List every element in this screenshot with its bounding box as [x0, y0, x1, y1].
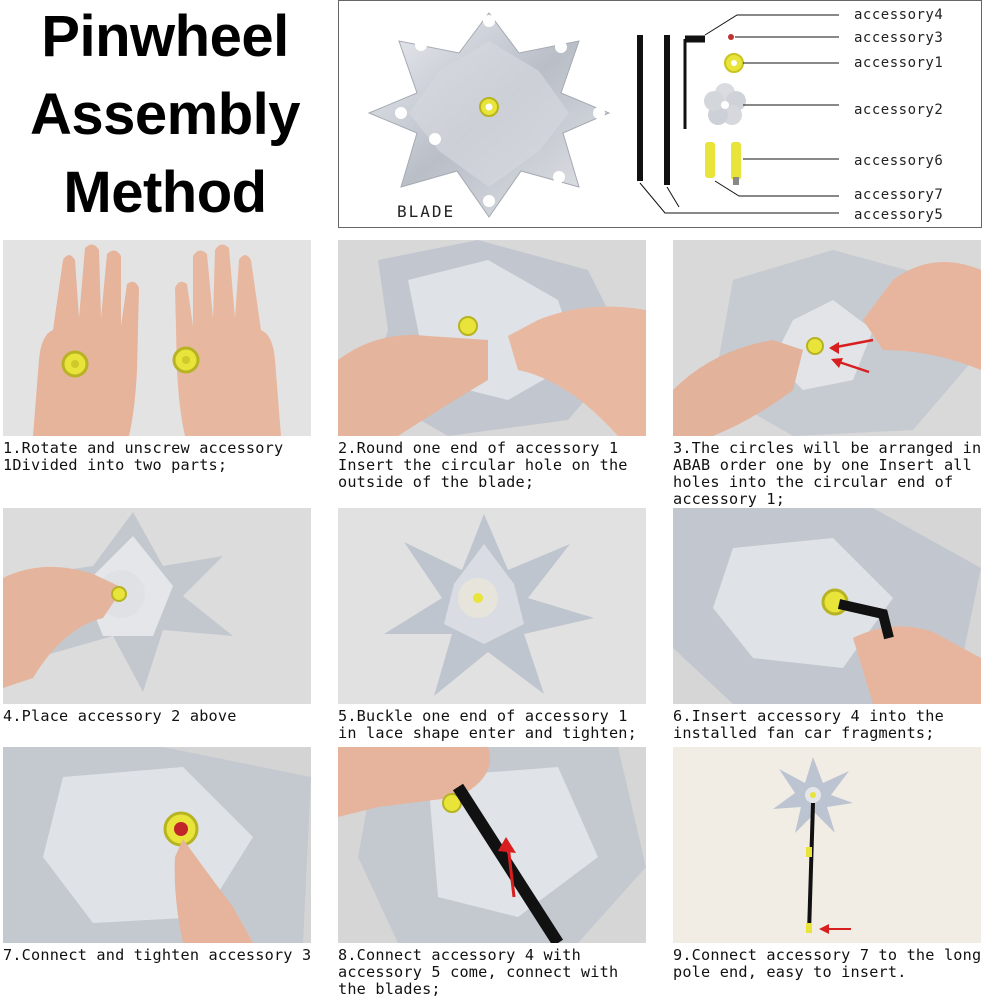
step-2: 2.Round one end of accessory 1 Insert th…: [338, 240, 646, 491]
step-5: 5.Buckle one end of accessory 1 in lace …: [338, 508, 646, 742]
page-title: Pinwheel Assembly Method: [0, 0, 330, 230]
blade-label: BLADE: [397, 202, 456, 221]
accessory-label-2: accessory2: [854, 102, 944, 118]
title-line-2: Assembly: [29, 82, 301, 147]
accessory-label-4: accessory4: [854, 7, 944, 23]
step-3-photo: [673, 240, 981, 436]
step-3-caption: 3.The circles will be arranged in ABAB o…: [673, 439, 982, 508]
accessory-label-5: accessory5: [854, 207, 944, 223]
step-7-photo: [3, 747, 311, 943]
step-5-caption: 5.Buckle one end of accessory 1 in lace …: [338, 707, 637, 742]
step-2-photo: [338, 240, 646, 436]
accessory-label-7: accessory7: [854, 187, 944, 203]
step-4-photo: [3, 508, 311, 704]
leader-lines: [639, 14, 839, 214]
step-7: 7.Connect and tighten accessory 3: [3, 747, 311, 964]
step-8-photo: [338, 747, 646, 943]
parts-illustration: [367, 12, 839, 218]
accessory-label-6: accessory6: [854, 153, 944, 169]
step-5-photo: [338, 508, 646, 704]
step-6-photo: [673, 508, 981, 704]
title-line-3: Method: [63, 160, 267, 225]
accessory-label-1: accessory1: [854, 55, 944, 71]
step-7-caption: 7.Connect and tighten accessory 3: [3, 946, 312, 964]
step-9-photo: [673, 747, 981, 943]
step-4: 4.Place accessory 2 above: [3, 508, 311, 725]
pole-parts: [637, 34, 746, 185]
step-3: 3.The circles will be arranged in ABAB o…: [673, 240, 981, 508]
step-8: 8.Connect accessory 4 with accessory 5 c…: [338, 747, 646, 998]
accessory-label-3: accessory3: [854, 30, 944, 46]
blade-sheet: [367, 12, 611, 218]
step-1-photo: [3, 240, 311, 436]
step-1: 1.Rotate and unscrew accessory 1Divided …: [3, 240, 311, 474]
step-6: 6.Insert accessory 4 into the installed …: [673, 508, 981, 742]
step-9: 9.Connect accessory 7 to the long pole e…: [673, 747, 981, 981]
title-line-1: Pinwheel: [41, 4, 289, 69]
step-6-caption: 6.Insert accessory 4 into the installed …: [673, 707, 944, 742]
step-2-caption: 2.Round one end of accessory 1 Insert th…: [338, 439, 628, 491]
step-8-caption: 8.Connect accessory 4 with accessory 5 c…: [338, 946, 619, 998]
step-9-caption: 9.Connect accessory 7 to the long pole e…: [673, 946, 982, 981]
step-1-caption: 1.Rotate and unscrew accessory 1Divided …: [3, 439, 284, 474]
parts-panel: BLADE accessory4 accessory3 accessory1 a…: [338, 0, 982, 228]
step-4-caption: 4.Place accessory 2 above: [3, 707, 237, 725]
